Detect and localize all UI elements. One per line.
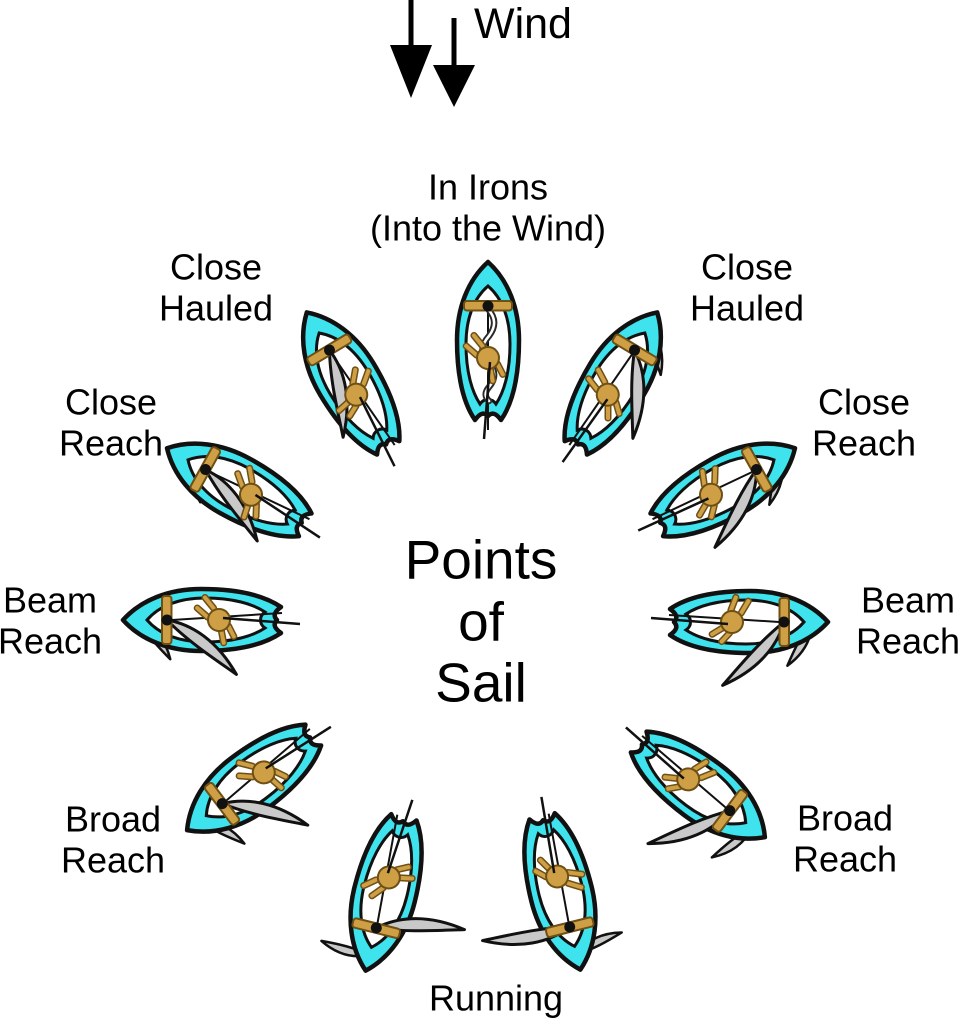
main-sail bbox=[327, 348, 349, 439]
tiller-line bbox=[254, 493, 321, 539]
tiller-line bbox=[637, 497, 709, 532]
mast-dot bbox=[200, 464, 212, 476]
main-sail bbox=[713, 468, 758, 549]
boat-in-irons-into-the-wind bbox=[454, 259, 522, 440]
boat-beam-reach bbox=[120, 586, 301, 676]
tiller-line bbox=[540, 796, 556, 874]
crew-figure bbox=[335, 366, 372, 420]
crew-figure bbox=[193, 593, 238, 647]
label-broad-reach-left: Broad Reach bbox=[60, 798, 166, 880]
label-close-reach-right: Close Reach bbox=[811, 381, 917, 463]
wind-label: Wind bbox=[474, 0, 572, 48]
main-sail bbox=[721, 620, 786, 687]
mast-dot bbox=[323, 344, 335, 356]
boat-close-reach bbox=[164, 441, 321, 543]
boat-close-hauled bbox=[561, 310, 664, 463]
tiller-line bbox=[561, 398, 609, 463]
main-sail bbox=[374, 917, 466, 933]
crew-figure bbox=[532, 856, 586, 891]
mast-dot bbox=[482, 300, 494, 312]
tiller-line bbox=[650, 616, 729, 626]
tiller-line bbox=[386, 799, 414, 874]
boat-close-hauled bbox=[300, 310, 402, 467]
wind-arrows bbox=[390, 0, 475, 107]
mast-dot bbox=[750, 464, 762, 476]
boat-beam-reach bbox=[650, 588, 831, 687]
crew-figure bbox=[360, 863, 416, 900]
mast-dot bbox=[629, 344, 641, 356]
boat-broad-reach bbox=[184, 722, 332, 845]
mast-dot bbox=[778, 616, 790, 628]
label-beam-reach-left: Beam Reach bbox=[0, 579, 103, 661]
crew-figure bbox=[661, 758, 718, 793]
boats-layer bbox=[120, 259, 831, 973]
mast-dot bbox=[564, 921, 576, 933]
boat-close-reach bbox=[637, 441, 798, 549]
mast-dot bbox=[216, 798, 228, 810]
tiller-line bbox=[358, 396, 396, 467]
crew-figure bbox=[234, 464, 263, 521]
boat-broad-reach bbox=[625, 726, 768, 859]
wind-arrow-left-head bbox=[390, 45, 432, 98]
label-close-hauled-left: Close Hauled bbox=[158, 246, 274, 328]
label-broad-reach-right: Broad Reach bbox=[792, 797, 898, 879]
tiller-line bbox=[265, 725, 332, 770]
main-sail bbox=[204, 468, 259, 543]
wind-arrow-right-head bbox=[433, 65, 475, 107]
tiller-line bbox=[625, 726, 685, 780]
crew-figure bbox=[585, 366, 623, 422]
tiller-line bbox=[222, 616, 301, 626]
label-beam-reach-right: Beam Reach bbox=[855, 579, 961, 661]
main-sail bbox=[630, 348, 646, 440]
diagram-title: Points of Sail bbox=[404, 528, 558, 714]
mast-dot bbox=[161, 614, 173, 626]
boat-running bbox=[481, 796, 623, 972]
main-sail bbox=[165, 618, 238, 676]
crew-figure bbox=[708, 593, 752, 646]
label-close-reach-left: Close Reach bbox=[58, 381, 164, 463]
boat-running bbox=[320, 799, 466, 973]
label-close-hauled-right: Close Hauled bbox=[689, 246, 805, 328]
label-running: Running bbox=[428, 977, 564, 1019]
main-sail bbox=[220, 799, 310, 827]
mast-dot bbox=[724, 805, 736, 817]
label-in-irons: In Irons (Into the Wind) bbox=[369, 166, 607, 248]
mast-dot bbox=[370, 922, 382, 934]
tiller-line bbox=[482, 361, 492, 440]
